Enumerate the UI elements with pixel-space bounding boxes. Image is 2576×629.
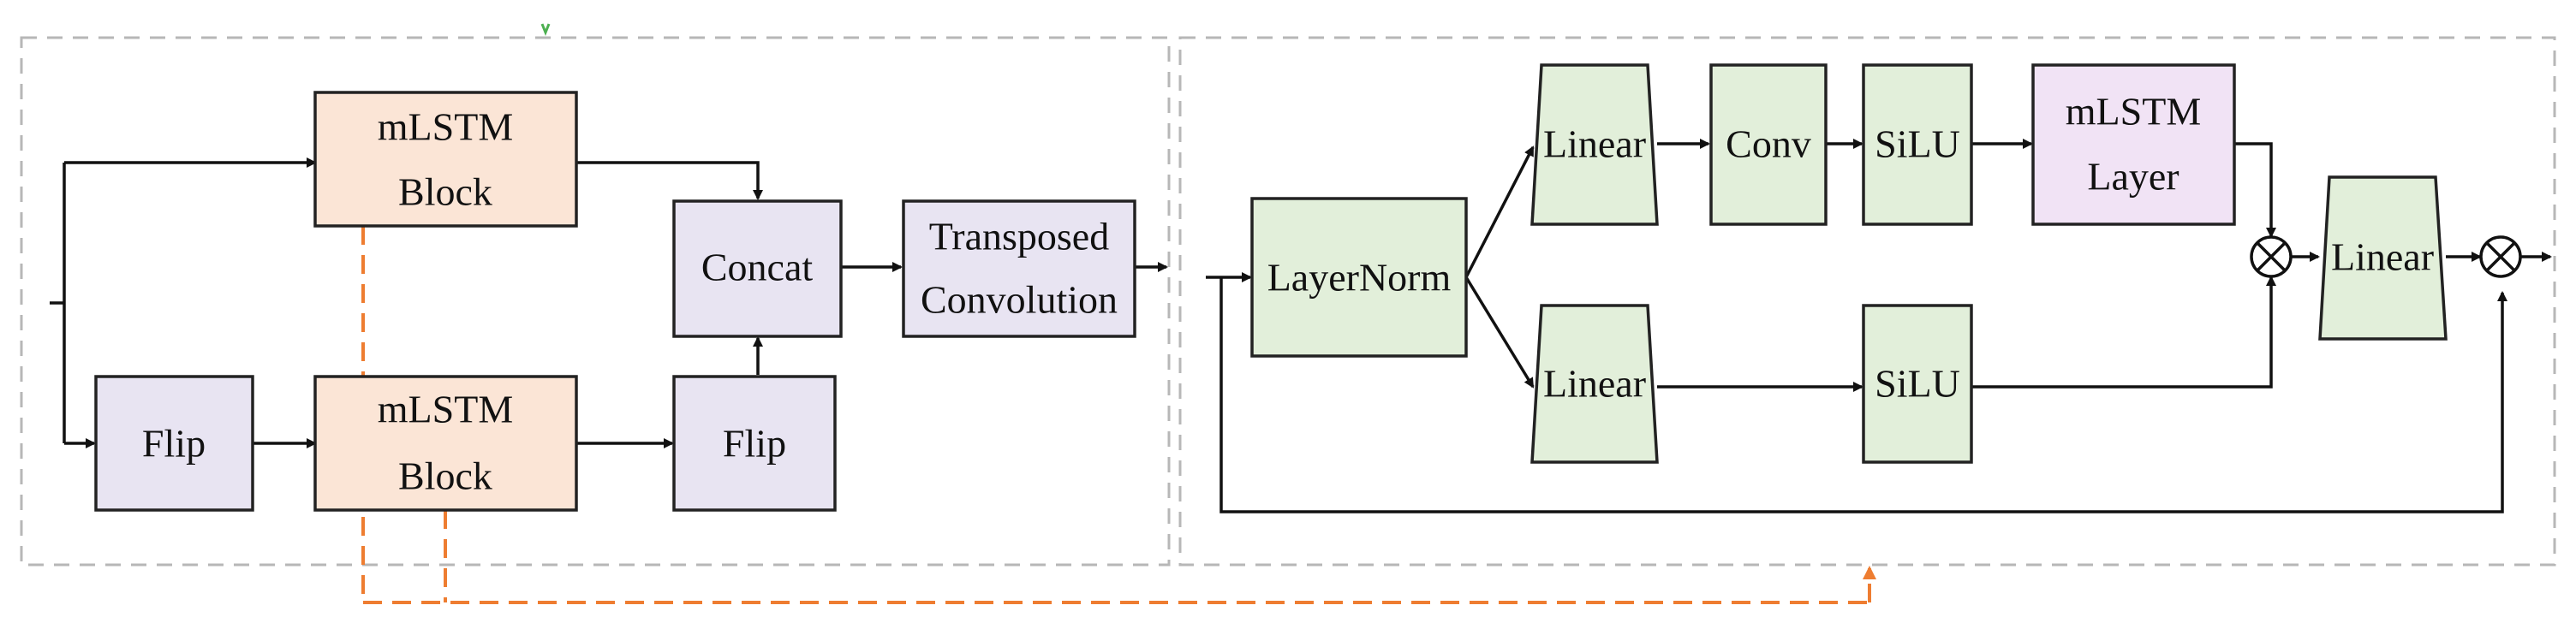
conv-label: Conv [1726, 122, 1811, 166]
multiply-node-2 [2479, 235, 2522, 278]
linear-out-box: Linear [2318, 175, 2448, 341]
silu-top-box: SiLU [1862, 63, 1973, 226]
mlstm-block-bottom: mLSTM Block [313, 375, 578, 512]
concat-label: Concat [701, 246, 814, 289]
mlstm-block-top: mLSTM Block [313, 91, 578, 228]
flip-left-box: Flip [94, 375, 254, 512]
linear-bottom-box: Linear [1530, 304, 1659, 464]
mlstm-layer-line2: Layer [2087, 155, 2179, 199]
layernorm-box: LayerNorm [1250, 197, 1468, 358]
multiply-node-1 [2250, 235, 2293, 278]
mlstm-block-bottom-line1: mLSTM [378, 388, 513, 431]
flip-right-box: Flip [672, 375, 837, 512]
transposed-conv-line1: Transposed [929, 215, 1109, 258]
silu-top-label: SiLU [1875, 122, 1960, 166]
mlstm-block-top-line2: Block [398, 170, 492, 214]
flip-left-label: Flip [142, 422, 206, 466]
conv-box: Conv [1709, 63, 1828, 226]
silu-bottom-label: SiLU [1875, 362, 1960, 406]
flip-right-label: Flip [723, 422, 786, 466]
concat-box: Concat [672, 199, 843, 338]
top-tick-mark [540, 23, 551, 37]
mlstm-layer-line1: mLSTM [2066, 90, 2201, 134]
left-panel-connectors [50, 157, 1168, 448]
left-panel-frame [20, 36, 1171, 567]
linear-out-label: Linear [2331, 235, 2434, 279]
mlstm-block-top-line1: mLSTM [378, 105, 513, 149]
transposed-convolution-box: Transposed Convolution [902, 199, 1136, 338]
linear-top-label: Linear [1543, 122, 1646, 166]
right-panel-connectors [1206, 139, 2552, 513]
linear-top-box: Linear [1530, 63, 1659, 226]
layernorm-label: LayerNorm [1267, 256, 1452, 300]
mlstm-layer-box: mLSTM Layer [2031, 63, 2236, 226]
linear-bottom-label: Linear [1543, 362, 1646, 406]
silu-bottom-box: SiLU [1862, 304, 1973, 464]
mlstm-block-bottom-line2: Block [398, 454, 492, 498]
transposed-conv-line2: Convolution [921, 278, 1118, 322]
